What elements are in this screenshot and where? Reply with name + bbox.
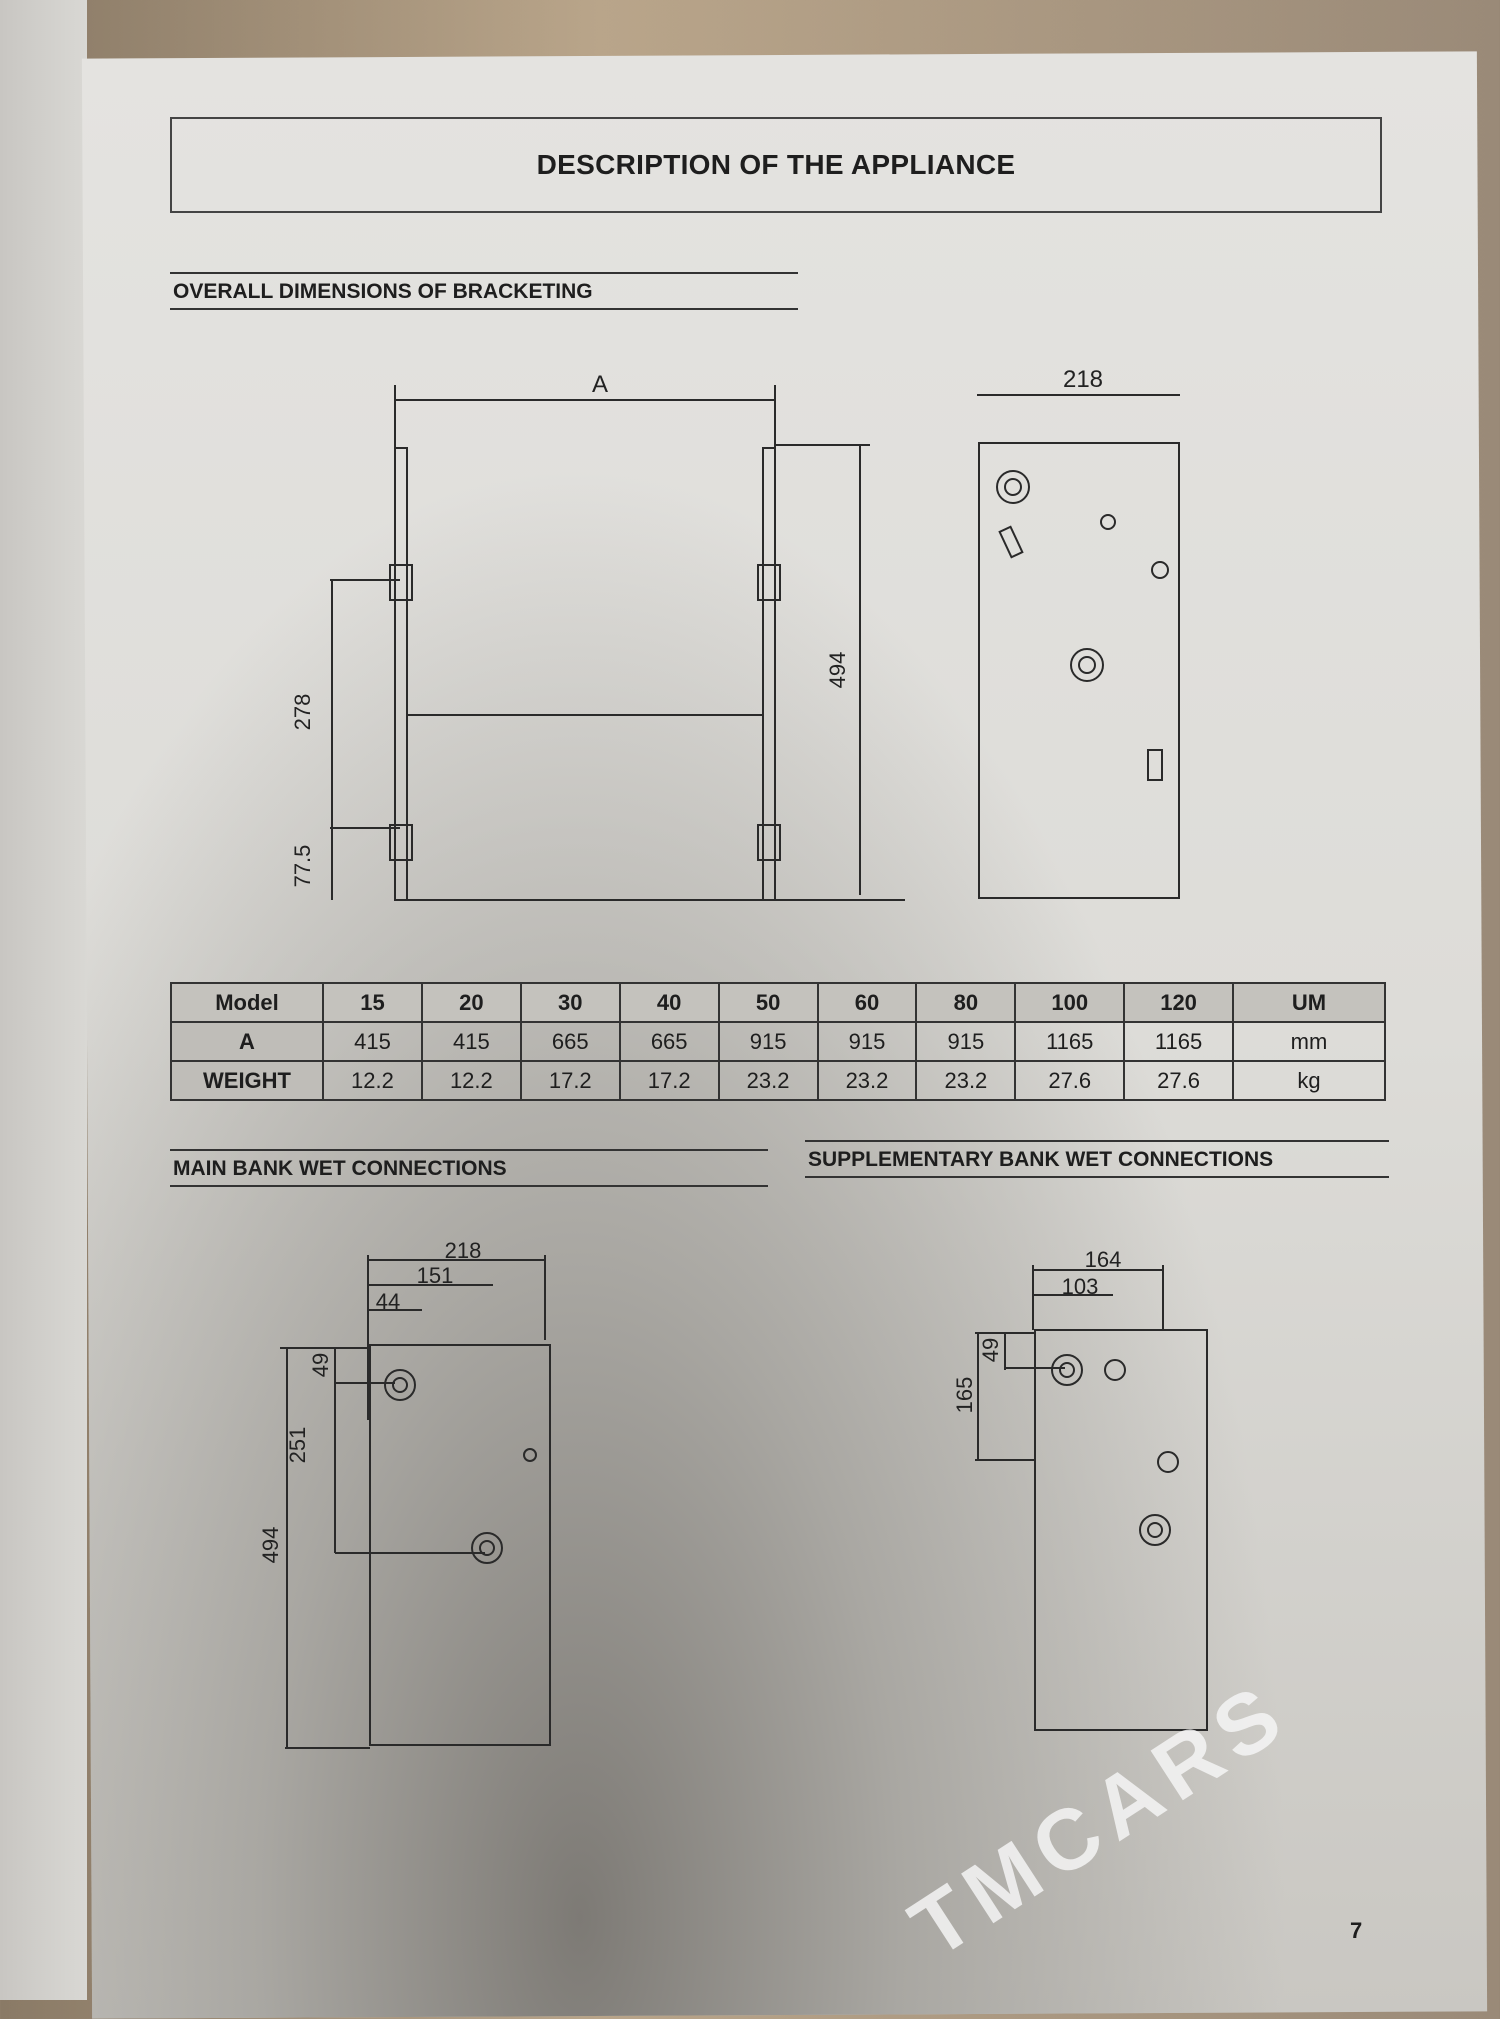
dim-a-label: A [592,371,608,398]
table-cell: Model [170,982,324,1023]
main-dim-49: 49 [308,1353,333,1377]
table-cell: 665 [519,1021,621,1062]
table-cell: 30 [519,982,621,1023]
table-row: WEIGHT 12.2 12.2 17.2 17.2 23.2 23.2 23.… [170,1060,1386,1101]
page-title: DESCRIPTION OF THE APPLIANCE [170,117,1382,213]
main-dim-44: 44 [376,1289,400,1314]
table-cell: A [170,1021,324,1062]
supp-dim-165: 165 [952,1377,977,1414]
section-heading-main-bank: MAIN BANK WET CONNECTIONS [170,1149,768,1187]
bracket-front-drawing: A 494 278 77.5 [290,371,905,901]
table-cell: 100 [1014,982,1126,1023]
table-cell: 15 [322,982,423,1023]
table-cell: mm [1232,1021,1386,1062]
supp-dim-49: 49 [978,1338,1003,1362]
table-cell: 17.2 [618,1060,720,1101]
bracket-side-drawing: 218 [977,366,1180,899]
table-cell: 40 [618,982,720,1023]
table-cell: 12.2 [420,1060,522,1101]
table-cell: WEIGHT [170,1060,324,1101]
table-cell: 23.2 [915,1060,1017,1101]
supp-dim-164: 164 [1085,1247,1122,1272]
background-page-edge [0,0,87,2000]
table-cell: 915 [915,1021,1017,1062]
table-header-row: Model 15 20 30 40 50 60 80 100 120 UM [170,982,1386,1023]
table-cell: 17.2 [519,1060,621,1101]
table-cell: 27.6 [1014,1060,1126,1101]
table-cell: UM [1232,982,1386,1023]
table-cell: 50 [717,982,819,1023]
table-cell: 415 [322,1021,423,1062]
table-cell: 23.2 [816,1060,918,1101]
main-bank-drawing: 218 151 44 49 251 494 [258,1238,551,1749]
table-cell: 1165 [1014,1021,1126,1062]
table-row: A 415 415 665 665 915 915 915 1165 1165 … [170,1021,1386,1062]
table-cell: 27.6 [1123,1060,1234,1101]
dim-77-5-label: 77.5 [290,845,315,888]
section-heading-bracketing: OVERALL DIMENSIONS OF BRACKETING [170,272,798,310]
table-cell: 415 [420,1021,522,1062]
main-dim-494: 494 [258,1527,283,1564]
table-cell: 80 [915,982,1017,1023]
table-cell: 12.2 [322,1060,423,1101]
table-cell: 915 [717,1021,819,1062]
supplementary-bank-drawing: 164 103 49 165 [952,1247,1208,1731]
specifications-table: Model 15 20 30 40 50 60 80 100 120 UM A … [170,982,1386,1101]
table-cell: 915 [816,1021,918,1062]
table-cell: 665 [618,1021,720,1062]
supp-dim-103: 103 [1062,1274,1099,1299]
table-cell: 23.2 [717,1060,819,1101]
main-dim-151: 151 [417,1263,454,1288]
section-heading-supplementary-bank: SUPPLEMENTARY BANK WET CONNECTIONS [805,1140,1389,1178]
table-cell: 60 [816,982,918,1023]
main-dim-218: 218 [445,1238,482,1263]
dim-494-label: 494 [825,652,850,689]
dim-218-label: 218 [1063,366,1103,393]
page-number: 7 [1350,1918,1363,1943]
table-cell: 1165 [1123,1021,1234,1062]
table-cell: kg [1232,1060,1386,1101]
table-cell: 20 [420,982,522,1023]
table-cell: 120 [1123,982,1234,1023]
main-dim-251: 251 [285,1427,310,1464]
dim-278-label: 278 [290,694,315,731]
